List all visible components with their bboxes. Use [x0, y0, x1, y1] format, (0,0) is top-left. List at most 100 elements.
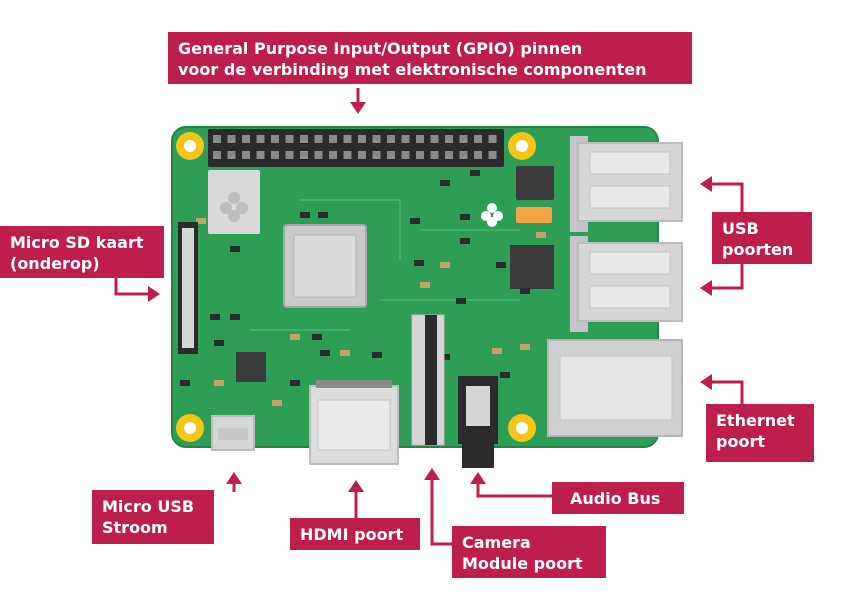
smd-component [340, 350, 350, 356]
camera-label-line-1: Camera [462, 533, 531, 552]
smd-component [312, 334, 322, 340]
smd-component [460, 214, 470, 220]
audio-label-line-1: Audio Bus [570, 489, 661, 508]
usb-label-line-1: USB [722, 219, 759, 238]
sd-card-label: Micro SD kaart (onderop) [0, 226, 164, 278]
ethernet-port-hardware [547, 339, 683, 437]
smd-component [496, 262, 506, 268]
smd-component [372, 352, 382, 358]
gpio-label-line-2: voor de verbinding met elektronische com… [178, 60, 647, 79]
callout-arrows [114, 88, 744, 546]
hdmi-label-line-1: HDMI poort [300, 525, 404, 544]
usb-arrow-bottom [708, 258, 744, 290]
smd-component [214, 340, 224, 346]
gpio-header [208, 129, 504, 167]
gpio-pin [401, 151, 410, 159]
smd-component [492, 348, 502, 354]
gpio-pin [285, 135, 294, 143]
sd-arrow [114, 278, 152, 296]
gpio-pin [343, 151, 352, 159]
smd-component [210, 314, 220, 320]
smd-component [440, 354, 450, 360]
gpio-pin [430, 135, 439, 143]
gpio-pin [227, 151, 236, 159]
gpio-pin [300, 151, 308, 159]
gpio-pin [416, 135, 424, 143]
gpio-pin [256, 135, 265, 143]
gpio-pin [242, 151, 250, 159]
smd-component [440, 262, 450, 268]
gpio-pin [387, 135, 395, 143]
gpio-pin [329, 151, 337, 159]
ethernet-label-line-1: Ethernet [716, 411, 795, 430]
smd-component [536, 232, 546, 238]
gpio-pin [416, 151, 424, 159]
usb-arrow-top [708, 182, 744, 218]
raspberry-logo-icon [208, 170, 503, 234]
sd-card-label-line-1: Micro SD kaart [10, 233, 144, 252]
smd-component [318, 212, 328, 218]
gpio-pin [459, 135, 468, 143]
micro-usb-label-line-2: Stroom [102, 518, 168, 537]
display-connector [411, 314, 445, 446]
processor-chip [283, 224, 367, 308]
smd-component [520, 344, 530, 350]
arrowheads [148, 102, 712, 492]
gpio-pin [300, 135, 308, 143]
smd-component [470, 170, 480, 176]
micro-usb-label-line-1: Micro USB [102, 497, 195, 516]
gpio-pin [387, 151, 395, 159]
hdmi-port-hardware [309, 380, 399, 465]
smd-component [440, 180, 450, 186]
gpio-pin [445, 135, 453, 143]
jumper-block [516, 166, 554, 200]
smd-component [320, 350, 330, 356]
gpio-pin [372, 151, 381, 159]
smd-component [520, 288, 530, 294]
usb-label-line-2: poorten [722, 240, 794, 259]
smd-component [500, 372, 510, 378]
ethernet-arrow [708, 380, 744, 404]
usb-controller-chip [236, 352, 266, 382]
smd-component [456, 298, 466, 304]
gpio-pin [314, 135, 323, 143]
gpio-pin [474, 151, 482, 159]
smd-component [460, 238, 470, 244]
micro-usb-label: Micro USB Stroom [92, 490, 214, 544]
gpio-pin [445, 151, 453, 159]
gpio-pin [488, 135, 497, 143]
gpio-pin [227, 135, 236, 143]
smd-component [420, 282, 430, 288]
status-leds [516, 207, 552, 223]
gpio-pin [285, 151, 294, 159]
ethernet-label-line-2: poort [716, 432, 765, 451]
gpio-pin [314, 151, 323, 159]
audio-arrow [476, 480, 554, 498]
gpio-pin [329, 135, 337, 143]
gpio-pin [271, 135, 279, 143]
smd-component [196, 218, 206, 224]
gpio-pin [488, 151, 497, 159]
gpio-pin [459, 151, 468, 159]
usb-ports-hardware [570, 136, 683, 332]
hdmi-label: HDMI poort [290, 518, 420, 550]
gpio-pin [242, 135, 250, 143]
smd-component [410, 218, 420, 224]
ethernet-label: Ethernet poort [706, 404, 814, 462]
smd-component [300, 212, 310, 218]
camera-arrow [430, 476, 454, 546]
gpio-pin [343, 135, 352, 143]
gpio-pin [358, 151, 366, 159]
audio-jack-hardware [458, 376, 498, 468]
gpio-pin [372, 135, 381, 143]
smd-components [180, 170, 546, 406]
smd-component [272, 400, 282, 406]
network-chip [510, 245, 554, 289]
micro-usb-port-hardware [211, 415, 255, 451]
gpio-label-line-1: General Purpose Input/Output (GPIO) pinn… [178, 39, 583, 58]
sd-card-label-line-2: (onderop) [10, 254, 100, 273]
gpio-pin [430, 151, 439, 159]
smd-component [290, 380, 300, 386]
smd-component [290, 334, 300, 340]
usb-label: USB poorten [712, 212, 812, 264]
